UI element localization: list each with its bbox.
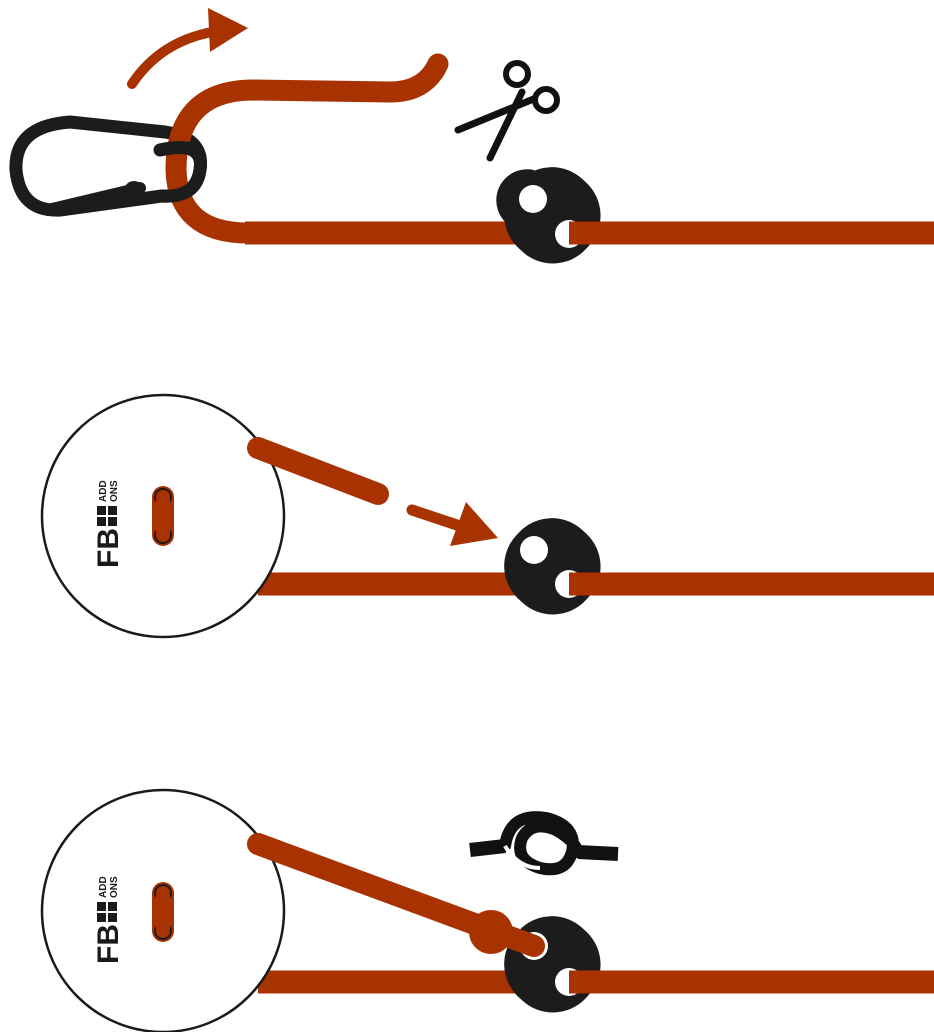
- logo-letters: FB: [92, 528, 125, 568]
- logo-line1: ADD: [98, 876, 109, 898]
- logo-line2: ONS: [109, 480, 120, 502]
- cord-lock-icon: [486, 149, 934, 283]
- button-logo-icon: FB ADD ONS: [42, 790, 284, 1032]
- step-3: FB ADD ONS: [42, 790, 934, 1032]
- cord-lock-icon: [486, 898, 934, 1032]
- dashed-arrow-icon: [412, 502, 498, 546]
- cord-lock-icon: [486, 500, 934, 634]
- step-2: FB ADD ONS: [42, 395, 934, 637]
- step-1: [16, 8, 934, 282]
- logo-letters: FB: [92, 924, 125, 964]
- scissors-icon: [458, 63, 557, 158]
- logo-line2: ONS: [109, 876, 120, 898]
- cord-loop-icon: [176, 64, 438, 233]
- curved-arrow-icon: [132, 8, 248, 84]
- logo-line1: ADD: [98, 480, 109, 502]
- button-logo-icon: FB ADD ONS: [42, 395, 284, 637]
- knot-icon: [470, 817, 618, 869]
